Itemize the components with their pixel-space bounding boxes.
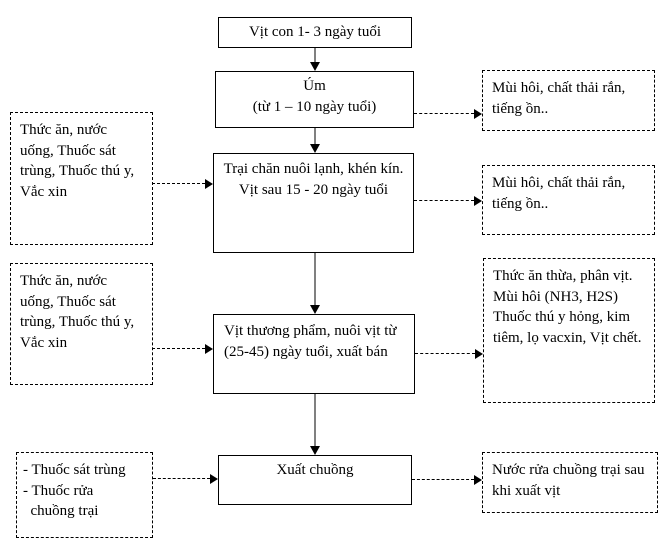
flow-box-cold-closed-barn: Trại chăn nuôi lạnh, khén kín. Vịt sau 1…	[213, 153, 414, 253]
output-box-leftover-feed-waste: Thức ăn thừa, phân vịt. Mùi hôi (NH3, H2…	[483, 258, 655, 403]
output-box-wash-water: Nước rửa chuồng trại sau khi xuất vịt	[482, 452, 658, 513]
dashed-arrow-right-icon	[415, 349, 483, 359]
arrow-down-icon	[310, 394, 320, 455]
dashed-arrow-right-icon	[414, 196, 482, 206]
arrow-down-icon	[310, 48, 320, 71]
input-box-feed-water-2: Thức ăn, nước uống, Thuốc sát trùng, Thu…	[10, 263, 153, 385]
flow-box-brooding: Úm (từ 1 – 10 ngày tuổi)	[215, 71, 414, 128]
output-box-odor-waste-2: Mùi hôi, chất thải rắn, tiếng ồn..	[482, 165, 655, 235]
dashed-arrow-right-icon	[152, 344, 213, 354]
dashed-arrow-right-icon	[152, 179, 213, 189]
dashed-arrow-right-icon	[412, 475, 482, 485]
output-box-odor-waste-1: Mùi hôi, chất thải rắn, tiếng ồn..	[482, 70, 655, 131]
arrow-down-icon	[310, 128, 320, 153]
flow-box-ducklings: Vịt con 1- 3 ngày tuổi	[218, 17, 412, 48]
input-box-disinfectant: - Thuốc sát trùng - Thuốc rửa chuồng trạ…	[16, 452, 153, 538]
dashed-arrow-right-icon	[414, 109, 482, 119]
dashed-arrow-right-icon	[153, 474, 218, 484]
flow-box-commercial-ducks: Vịt thương phẩm, nuôi vịt từ (25-45) ngà…	[213, 314, 415, 394]
input-box-feed-water-1: Thức ăn, nước uống, Thuốc sát trùng, Thu…	[10, 112, 153, 245]
arrow-down-icon	[310, 253, 320, 314]
flow-box-barn-release: Xuất chuồng	[218, 455, 412, 505]
